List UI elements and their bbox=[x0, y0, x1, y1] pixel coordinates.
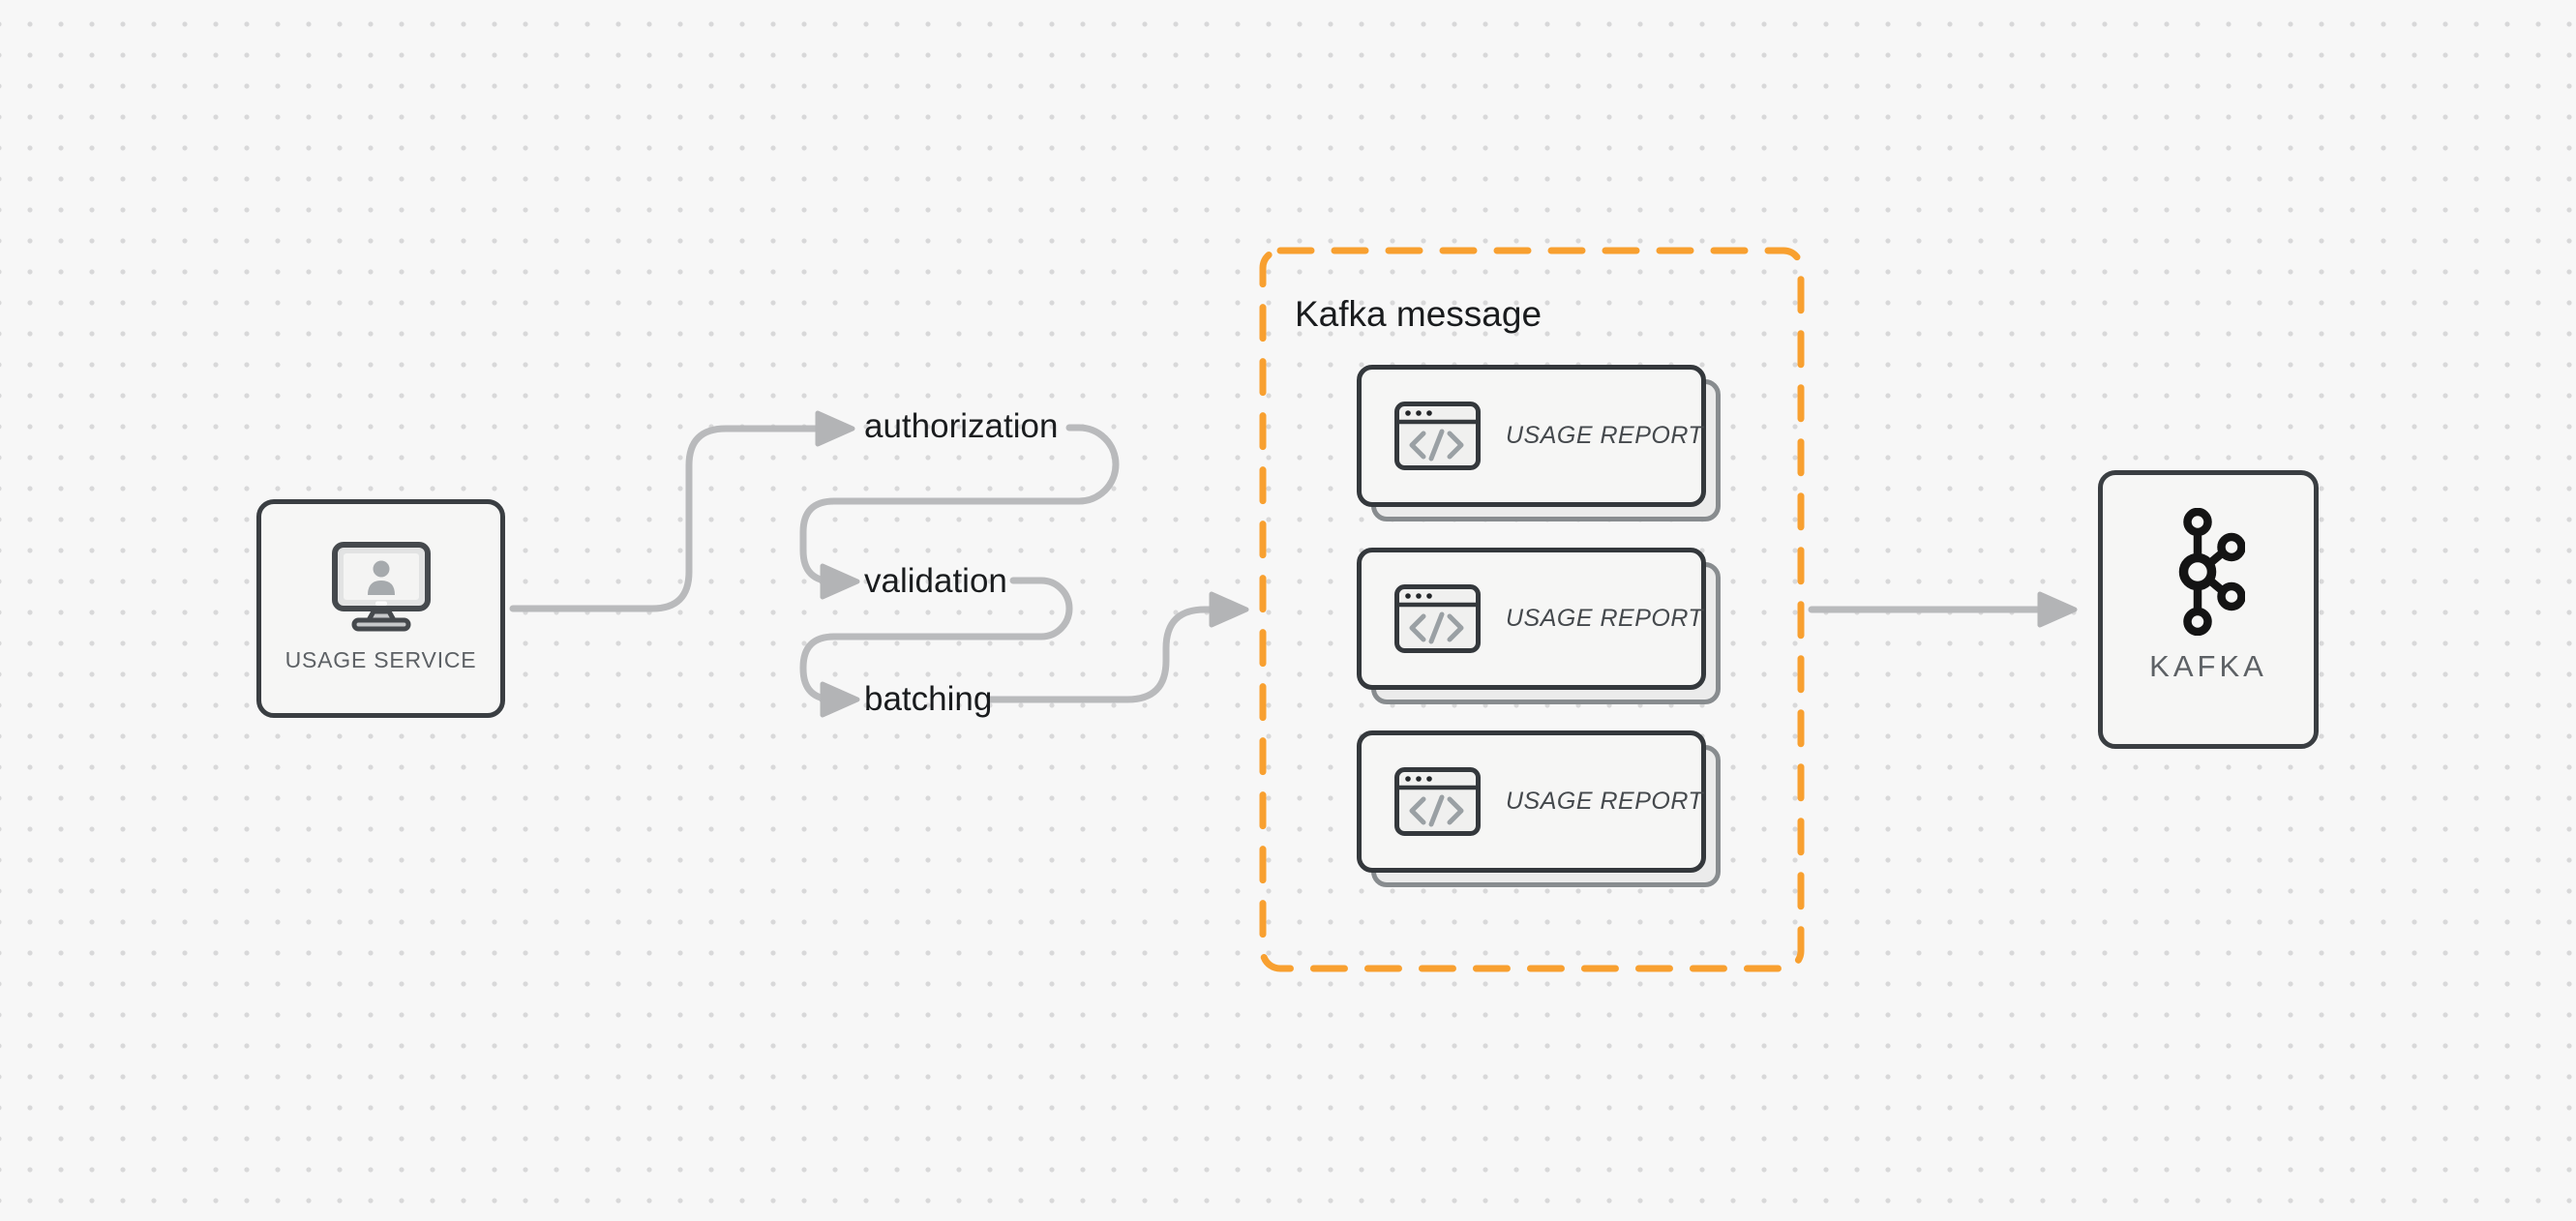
connector-batching-to-group[interactable] bbox=[986, 591, 1249, 703]
arrowhead-icon bbox=[1209, 591, 1249, 628]
code-window-icon bbox=[1394, 584, 1481, 653]
kafka-message-group-border[interactable] bbox=[1259, 247, 1805, 972]
usage-report-label: USAGE REPORT bbox=[1506, 605, 1704, 632]
card-front: USAGE REPORT bbox=[1357, 548, 1706, 690]
kafka-message-group-title[interactable]: Kafka message bbox=[1295, 294, 1543, 334]
usage-report-label: USAGE REPORT bbox=[1506, 788, 1704, 815]
connector-authorization-to-validation[interactable] bbox=[799, 424, 1120, 600]
code-window-icon bbox=[1394, 767, 1481, 836]
kafka-label: KAFKA bbox=[2149, 649, 2267, 683]
usage-service-label: USAGE SERVICE bbox=[285, 647, 477, 672]
connector-group-to-kafka[interactable] bbox=[1808, 591, 2078, 628]
arrowhead-icon bbox=[820, 681, 860, 718]
monitor-user-icon bbox=[331, 542, 431, 632]
connector-line bbox=[509, 425, 822, 612]
connector-validation-to-batching[interactable] bbox=[799, 577, 1073, 718]
connector-line bbox=[799, 424, 1120, 585]
code-window-icon bbox=[1394, 402, 1481, 470]
connector-line bbox=[799, 577, 1073, 703]
usage-report-card[interactable]: USAGE REPORT bbox=[1357, 548, 1721, 704]
arrowhead-icon bbox=[820, 563, 860, 600]
usage-report-card[interactable]: USAGE REPORT bbox=[1357, 365, 1721, 521]
connector-service-to-authorization[interactable] bbox=[509, 410, 855, 612]
arrowhead-icon bbox=[815, 410, 855, 447]
kafka-logo-icon bbox=[2178, 508, 2245, 636]
card-front: USAGE REPORT bbox=[1357, 365, 1706, 507]
flow-step-authorization[interactable]: authorization bbox=[864, 407, 1059, 445]
node-kafka[interactable]: KAFKA bbox=[2098, 470, 2319, 749]
node-usage-service[interactable]: USAGE SERVICE bbox=[256, 499, 505, 718]
arrowhead-icon bbox=[2037, 591, 2078, 628]
flow-step-batching[interactable]: batching bbox=[864, 680, 993, 718]
usage-report-label: USAGE REPORT bbox=[1506, 422, 1704, 449]
flow-step-validation[interactable]: validation bbox=[864, 562, 1007, 600]
card-front: USAGE REPORT bbox=[1357, 730, 1706, 873]
connector-line bbox=[986, 606, 1215, 703]
usage-report-card[interactable]: USAGE REPORT bbox=[1357, 730, 1721, 887]
